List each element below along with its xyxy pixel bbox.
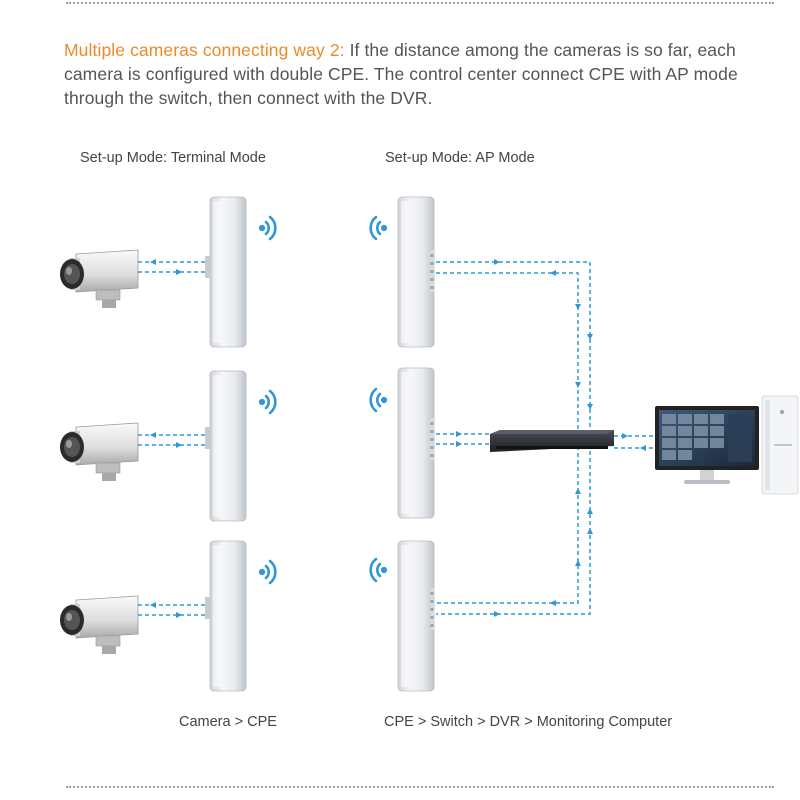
dvr-tower-icon <box>761 395 799 495</box>
bullet-camera-icon <box>59 422 139 482</box>
ap-mode-label: Set-up Mode: AP Mode <box>385 150 535 166</box>
camera-chain-label: Camera > CPE <box>179 714 277 730</box>
terminal-cpe-port-1 <box>205 256 211 278</box>
bullet-camera-icon <box>59 595 139 655</box>
ap-cpe-leds-3 <box>430 588 434 630</box>
terminal-cpe-2 <box>209 370 247 522</box>
ap-cpe-1 <box>397 196 435 348</box>
intro-body: If the distance among the cameras is so … <box>64 40 738 108</box>
wifi-signal-icon <box>369 557 388 583</box>
terminal-cpe-3 <box>209 540 247 692</box>
wifi-signal-icon <box>369 215 388 241</box>
wifi-signal-icon <box>258 389 277 415</box>
intro-text: Multiple cameras connecting way 2: If th… <box>64 38 764 110</box>
top-divider <box>66 2 774 4</box>
ap-cpe-leds-1 <box>430 250 434 292</box>
bottom-divider <box>66 786 774 788</box>
bullet-camera-icon <box>59 249 139 309</box>
ap-cpe-3 <box>397 540 435 692</box>
center-chain-label: CPE > Switch > DVR > Monitoring Computer <box>384 714 673 730</box>
wifi-signal-icon <box>258 215 277 241</box>
camera-cpe-links <box>138 261 205 616</box>
wifi-signal-icon <box>369 387 388 413</box>
terminal-cpe-port-3 <box>205 597 211 619</box>
ap-cpe-leds-2 <box>430 418 434 460</box>
intro-highlight: Multiple cameras connecting way 2: <box>64 40 345 60</box>
ap-cpe-2 <box>397 367 435 519</box>
wifi-signal-icon <box>258 559 277 585</box>
terminal-cpe-1 <box>209 196 247 348</box>
terminal-cpe-port-2 <box>205 427 211 449</box>
network-switch-icon <box>490 430 614 452</box>
terminal-mode-label: Set-up Mode: Terminal Mode <box>80 150 266 166</box>
monitor-icon <box>655 406 759 484</box>
